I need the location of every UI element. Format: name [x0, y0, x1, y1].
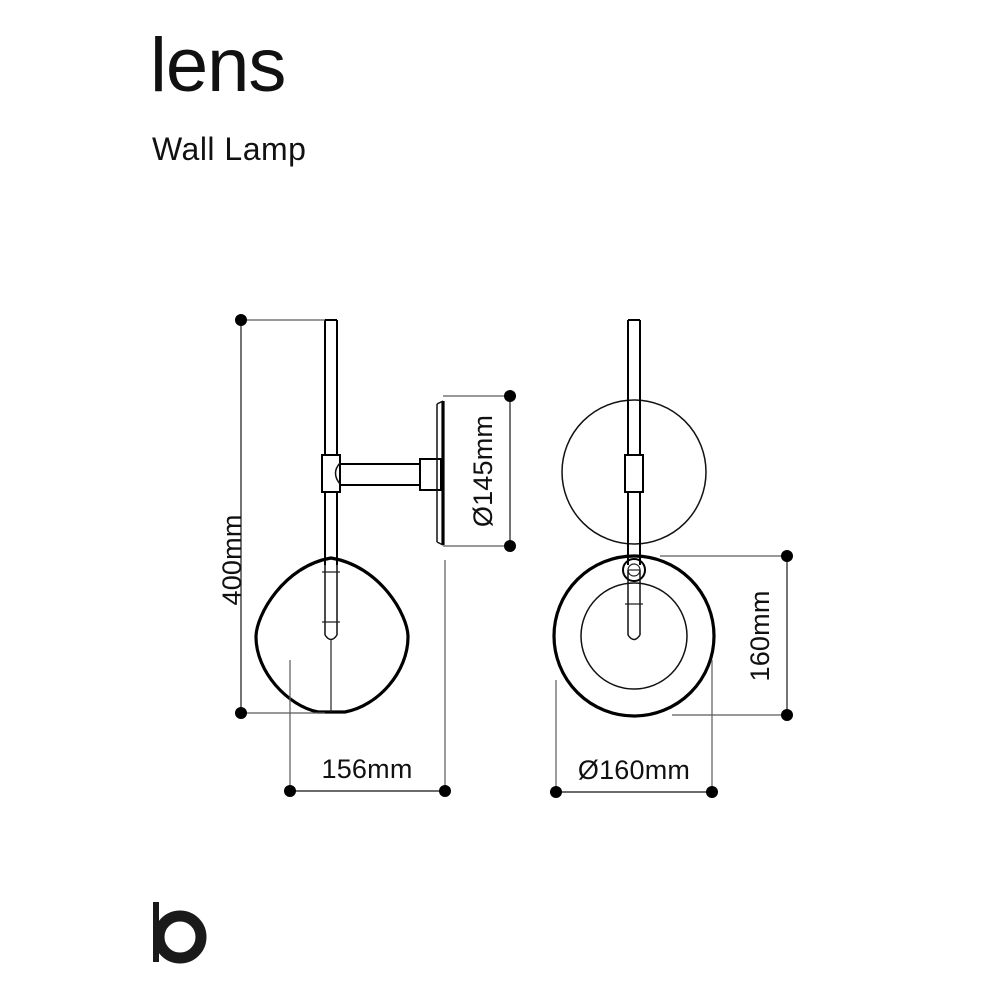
dimension-label-lens-height: 160mm [745, 590, 775, 681]
rod-collar-joint [624, 454, 644, 493]
page-title: lens [150, 23, 286, 108]
dimension-height-400: 400mm [217, 314, 325, 719]
dimension-label-backplate: Ø145mm [468, 415, 498, 527]
dimension-depth-156: 156mm [284, 560, 451, 797]
lens-disc-inner [580, 582, 688, 690]
backplate-circle [561, 399, 707, 545]
front-view: 160mm Ø160mm [550, 319, 793, 798]
dimension-lens-160-vert: 160mm [660, 550, 793, 721]
horizontal-arm [340, 458, 442, 491]
dimension-label-lens-diameter: Ø160mm [578, 755, 690, 785]
rod-grommet-ring [622, 558, 646, 582]
dimension-label-height: 400mm [217, 514, 247, 605]
b-logo [153, 902, 207, 964]
rod-collar-joint [321, 454, 341, 493]
page-subtitle: Wall Lamp [152, 131, 307, 167]
dimension-lens-160-dia: Ø160mm [550, 660, 718, 798]
dimension-label-depth: 156mm [321, 754, 412, 784]
wall-backplate [436, 400, 445, 546]
inner-bulb-tube [625, 570, 643, 641]
vertical-rod [627, 319, 641, 565]
dimension-backplate-145: Ø145mm [443, 390, 516, 552]
side-view: 400mm 156mm Ø145mm [217, 314, 516, 797]
inner-bulb-tube [322, 565, 340, 712]
lens-disc-outer [552, 554, 716, 718]
vertical-rod [324, 319, 338, 565]
lens-diffuser [254, 556, 410, 714]
